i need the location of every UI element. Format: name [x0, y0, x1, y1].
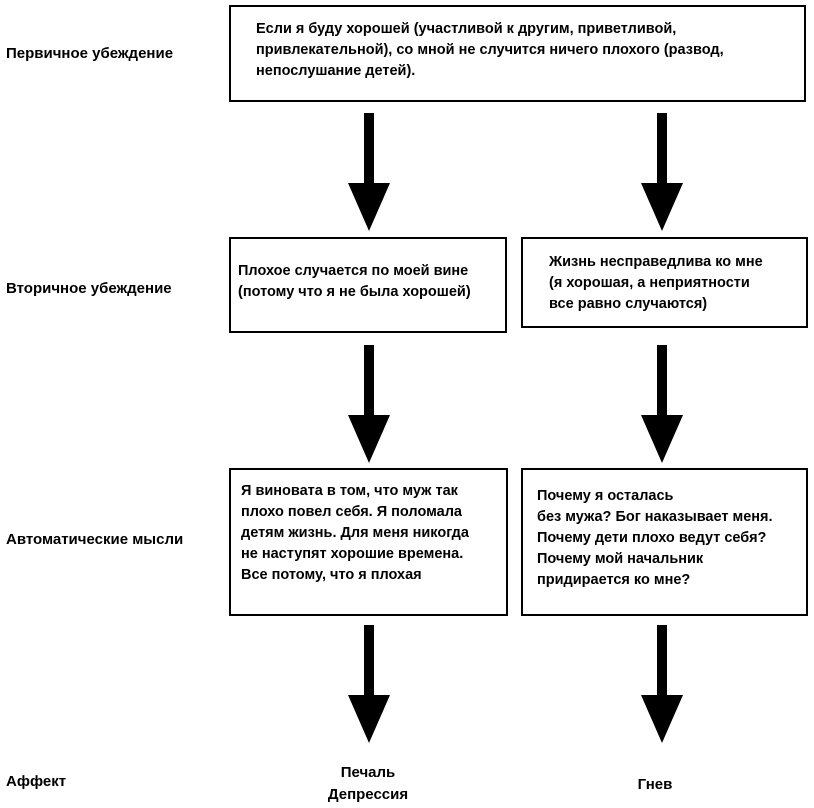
- row-label-automatic-thoughts: Автоматические мысли: [6, 531, 184, 548]
- right-automatic-thought-line: придирается ко мне?: [537, 572, 691, 588]
- row-label-secondary-belief: Вторичное убеждение: [6, 280, 172, 297]
- left-secondary-belief-box: Плохое случается по моей вине (потому чт…: [229, 237, 507, 333]
- right-automatic-thought-line: Почему мой начальник: [537, 551, 704, 567]
- right-secondary-belief-box: Жизнь несправедлива ко мне (я хорошая, а…: [521, 237, 808, 328]
- right-affect-line: Гнев: [637, 776, 673, 793]
- right-affect: Гнев: [620, 774, 690, 796]
- primary-belief-box: Если я буду хорошей (участливой к другим…: [229, 5, 806, 102]
- left-automatic-thought-line: плохо повел себя. Я поломала: [241, 504, 462, 520]
- primary-belief-line: привлекательной), со мной не случится ни…: [256, 42, 724, 58]
- left-secondary-belief-line: (потому что я не была хорошей): [238, 284, 471, 300]
- primary-belief-line: непослушание детей).: [256, 63, 416, 79]
- right-automatic-thought-line: без мужа? Бог наказывает меня.: [537, 509, 773, 525]
- arrow-down-icon: [641, 113, 683, 231]
- right-secondary-belief-line: (я хорошая, а неприятности: [549, 275, 750, 291]
- left-automatic-thoughts-box: Я виновата в том, что муж так плохо пове…: [229, 468, 508, 616]
- arrow-down-icon: [348, 113, 390, 231]
- row-label-affect: Аффект: [6, 773, 67, 790]
- left-automatic-thought-line: детям жизнь. Для меня никогда: [241, 525, 469, 541]
- left-affect-line: Печаль: [340, 764, 396, 781]
- row-label-primary-belief: Первичное убеждение: [6, 45, 174, 62]
- right-automatic-thought-line: Почему я осталась: [537, 488, 674, 504]
- left-automatic-thought-line: не наступят хорошие времена.: [241, 546, 464, 562]
- left-automatic-thought-line: Все потому, что я плохая: [241, 567, 422, 583]
- arrow-down-icon: [641, 625, 683, 743]
- left-automatic-thought-line: Я виновата в том, что муж так: [241, 483, 458, 499]
- left-affect-line: Депрессия: [327, 786, 409, 803]
- left-affect: Печаль Депрессия: [308, 762, 428, 806]
- primary-belief-line: Если я буду хорошей (участливой к другим…: [256, 21, 677, 37]
- right-secondary-belief-line: все равно случаются): [549, 296, 708, 312]
- left-secondary-belief-line: Плохое случается по моей вине: [238, 263, 469, 279]
- arrow-down-icon: [348, 625, 390, 743]
- arrow-down-icon: [348, 345, 390, 463]
- right-automatic-thought-line: Почему дети плохо ведут себя?: [537, 530, 767, 546]
- right-automatic-thoughts-box: Почему я осталась без мужа? Бог наказыва…: [521, 468, 808, 616]
- arrow-down-icon: [641, 345, 683, 463]
- right-secondary-belief-line: Жизнь несправедлива ко мне: [549, 254, 763, 270]
